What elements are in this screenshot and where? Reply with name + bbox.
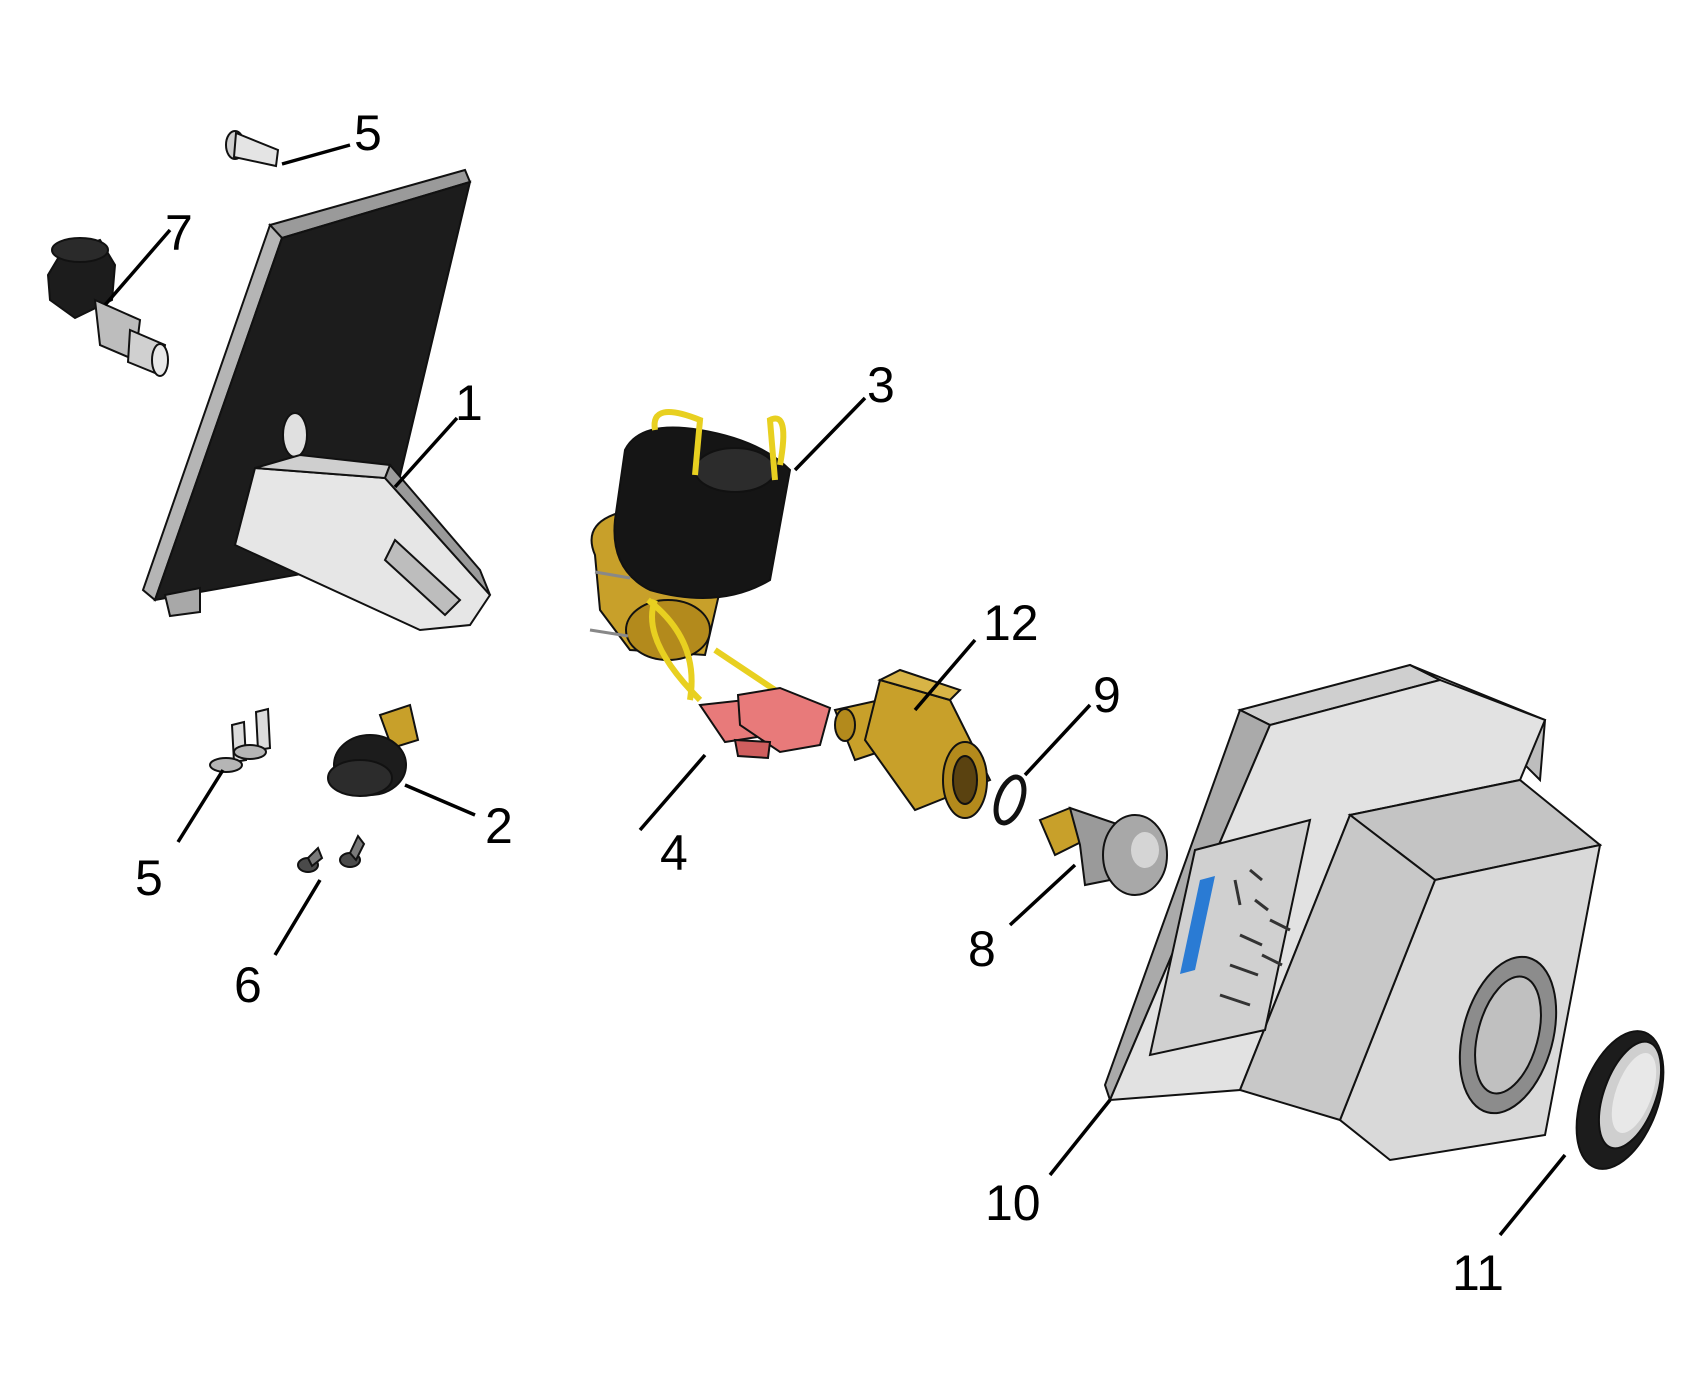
part-7-elbow-fitting <box>46 237 169 377</box>
callout-6: 6 <box>234 957 262 1013</box>
part-5-rivets-lower <box>209 707 272 773</box>
callout-9: 9 <box>1093 667 1121 723</box>
part-5-rivet-top <box>225 130 280 168</box>
callout-10: 10 <box>985 1175 1041 1231</box>
leader-lines <box>103 143 1567 1237</box>
part-10-housing <box>1103 663 1603 1162</box>
housing-label-text-lines <box>1219 868 1291 1007</box>
part-8-nozzle <box>1038 806 1168 896</box>
callout-numbers: 5 7 1 3 12 9 2 4 5 8 6 10 11 <box>135 105 1504 1301</box>
callout-5-bottom: 5 <box>135 850 163 906</box>
callout-11: 11 <box>1452 1245 1504 1301</box>
part-1-mounting-plate <box>141 168 492 632</box>
callout-4: 4 <box>660 825 688 881</box>
part-3-solenoid-valve <box>589 409 792 703</box>
part-9-o-ring <box>993 774 1027 826</box>
callout-12: 12 <box>983 595 1039 651</box>
part-11-gasket <box>1575 1030 1665 1170</box>
part-2-thermostat <box>327 703 420 797</box>
callout-3: 3 <box>867 357 895 413</box>
part-12-brass-adapter <box>833 668 992 819</box>
callout-2: 2 <box>485 798 513 854</box>
callout-7: 7 <box>165 205 193 261</box>
part-4-wire-terminals <box>698 686 832 760</box>
part-6-screws <box>297 834 366 873</box>
callout-8: 8 <box>968 921 996 977</box>
callout-5-top: 5 <box>354 105 382 161</box>
callout-1: 1 <box>455 375 483 431</box>
